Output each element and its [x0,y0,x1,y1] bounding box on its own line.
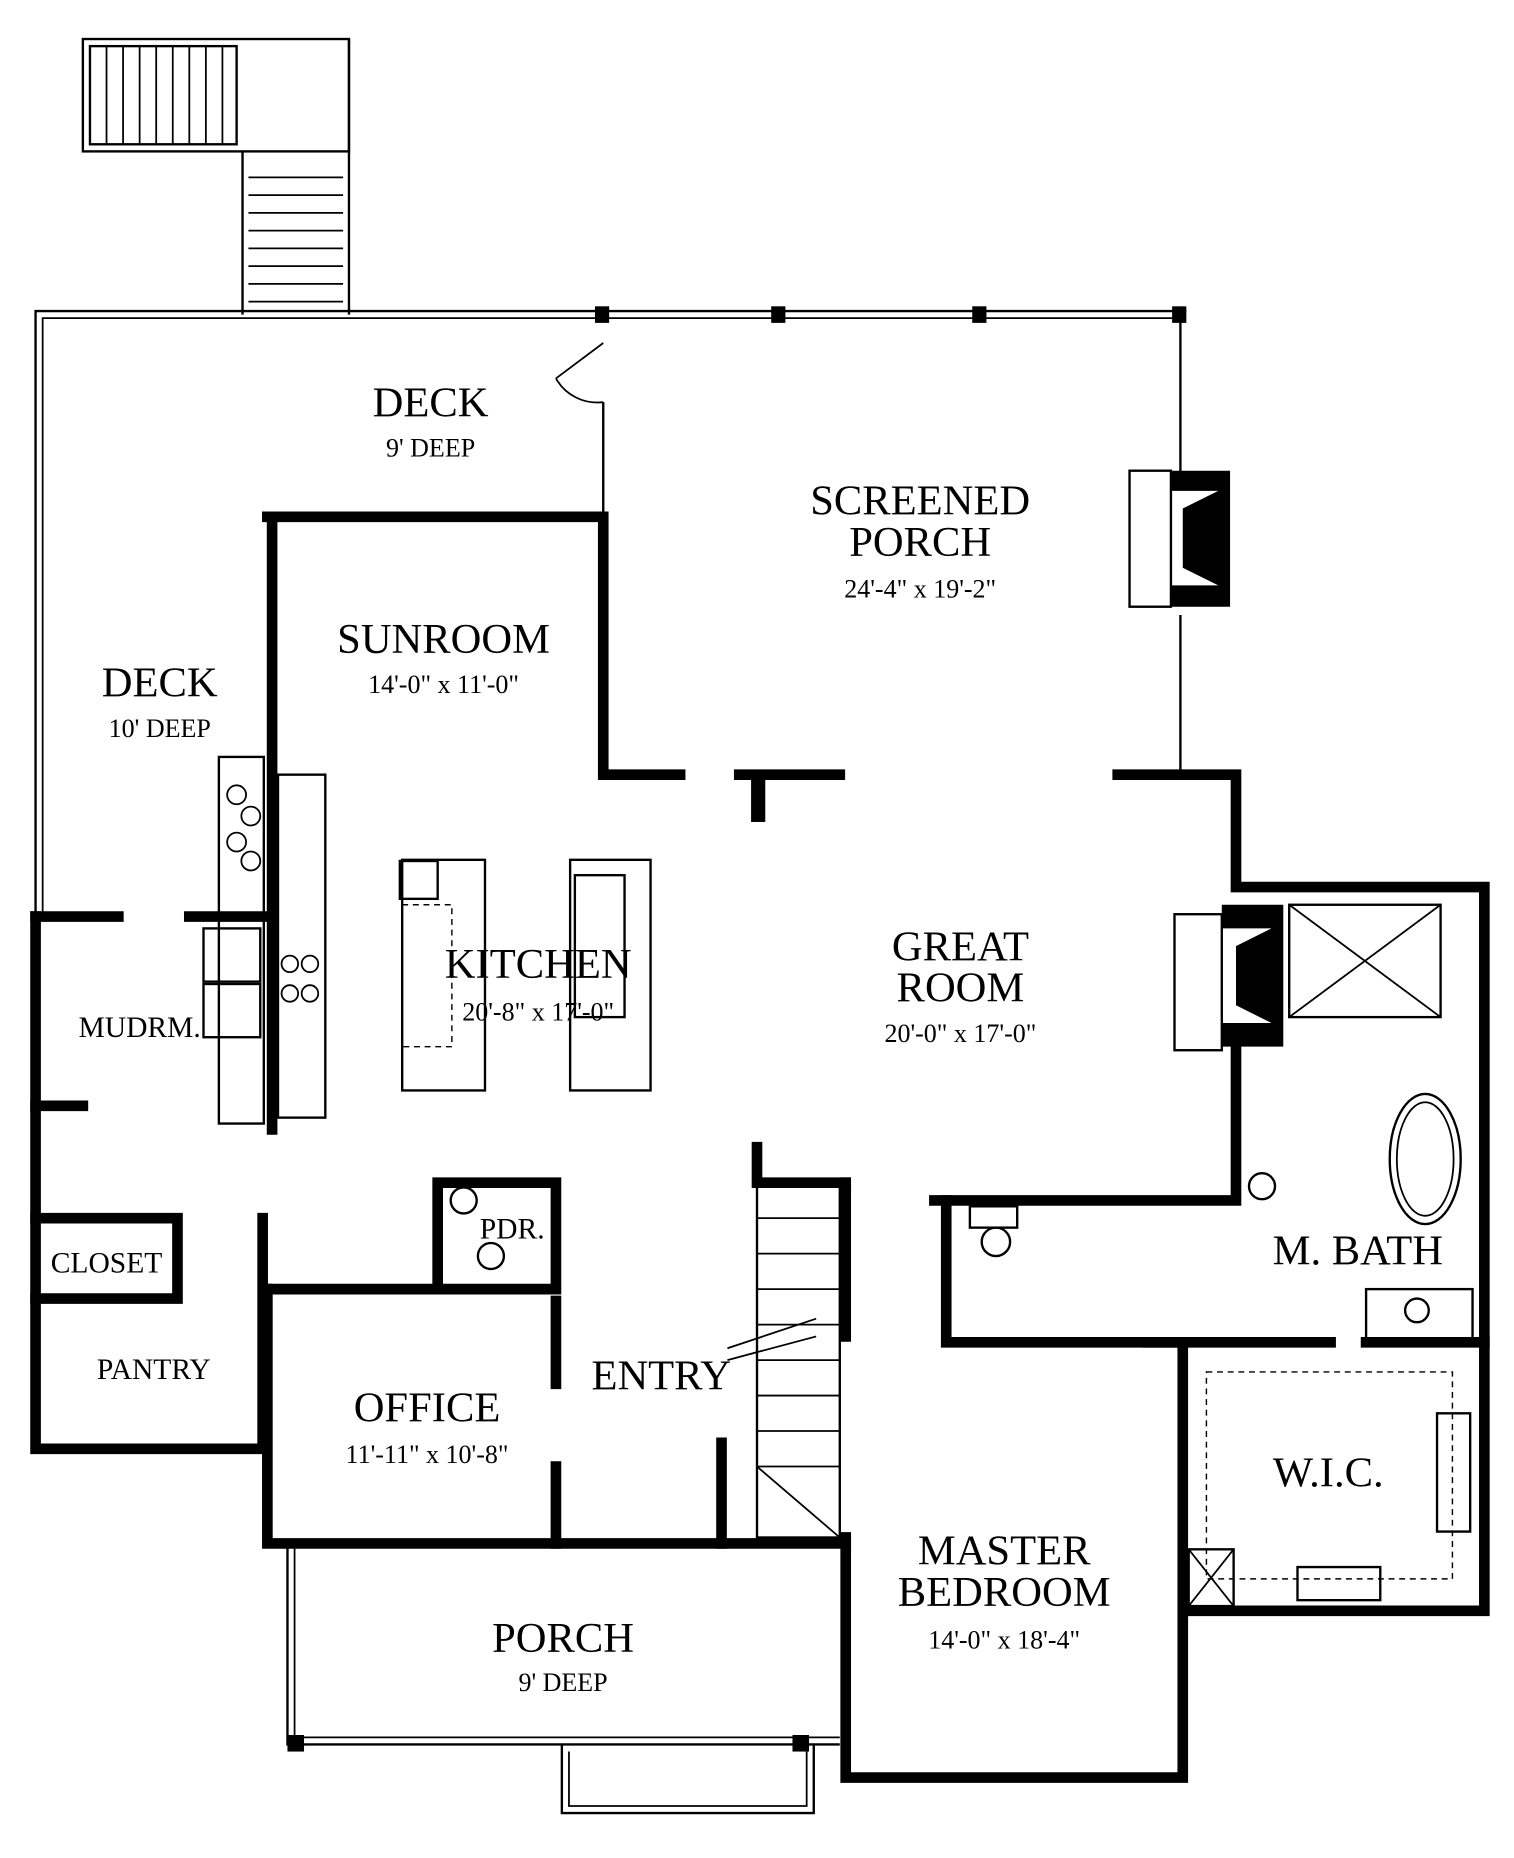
great-room-name-2: ROOM [897,965,1025,1012]
deck-rear-name: DECK [373,379,489,426]
deck-stairs [81,37,351,315]
sunroom-name: SUNROOM [337,616,550,663]
master-bath-name: M. BATH [1273,1227,1443,1274]
deck-rear-size: 9' DEEP [386,434,475,463]
closet-name: CLOSET [51,1248,163,1280]
walls [30,314,1490,1783]
kitchen-size: 20'-8" x 17'-0" [462,998,614,1027]
master-bedroom-name-2: BEDROOM [898,1569,1111,1616]
fireplace-porch [1128,469,1231,608]
office-name: OFFICE [354,1385,501,1432]
office-size: 11'-11" x 10'-8" [346,1440,509,1469]
pantry-name: PANTRY [97,1354,211,1386]
porch-size: 9' DEEP [518,1668,607,1697]
deck-railing [34,306,1187,917]
deck-side-size: 10' DEEP [109,714,211,743]
kitchen-name: KITCHEN [445,941,632,988]
great-room-name: GREAT [892,923,1029,970]
room-labels: DECK 9' DEEP SCREENED PORCH 24'-4" x 19'… [51,379,1443,1697]
powder-name: PDR. [480,1213,545,1245]
sunroom-size: 14'-0" x 11'-0" [368,670,519,699]
master-bedroom-size: 14'-0" x 18'-4" [928,1626,1080,1655]
porch-name: PORCH [492,1615,634,1662]
screened-porch-size: 24'-4" x 19'-2" [844,574,996,603]
stairs [727,1181,841,1539]
bath-fixtures [449,903,1474,1608]
front-porch [286,1543,840,1815]
entry-name: ENTRY [591,1353,731,1400]
master-bedroom-name: MASTER [918,1528,1091,1575]
deck-side-name: DECK [102,660,218,707]
kitchen-fixtures [202,755,652,1125]
screened-porch-name: SCREENED [810,477,1030,524]
great-room-size: 20'-0" x 17'-0" [884,1019,1036,1048]
fireplace-great-room [1173,904,1284,1052]
mudroom-name: MUDRM. [78,1012,200,1044]
wic-name: W.I.C. [1273,1450,1384,1497]
screened-porch-name-2: PORCH [849,519,991,566]
